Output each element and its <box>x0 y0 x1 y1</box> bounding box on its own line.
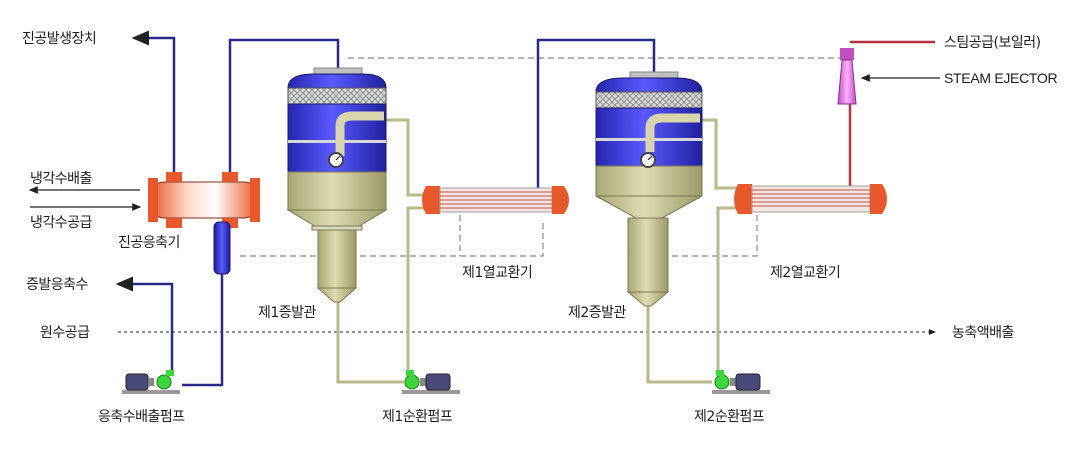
vacuum-lines <box>131 30 656 387</box>
hotwell-tube <box>213 221 231 275</box>
steam-ejector <box>837 48 857 105</box>
vacuum-condenser <box>148 172 260 228</box>
heat-exchanger-1 <box>422 186 569 214</box>
label-evaporator-1: 제1증발관 <box>258 305 316 321</box>
label-circulation-pump-2: 제2순환펌프 <box>694 409 765 425</box>
label-vacuum-generator: 진공발생장치 <box>22 31 97 47</box>
label-cooling-water-in: 냉각수공급 <box>30 215 92 231</box>
label-heat-exchanger-2: 제2열교환기 <box>770 265 841 281</box>
circulation-pump-2 <box>712 370 770 394</box>
label-steam-ejector: STEAM EJECTOR <box>944 70 1058 86</box>
label-evaporation-condensate: 증발응축수 <box>26 277 88 293</box>
evaporator-2-vessel <box>595 71 703 307</box>
heat-exchanger-2 <box>734 184 887 214</box>
label-raw-water-supply: 원수공급 <box>40 325 90 341</box>
label-evaporator-2: 제2증발관 <box>568 305 626 321</box>
label-condensate-pump: 응축수배출펌프 <box>98 409 185 425</box>
steam-lines <box>848 40 935 186</box>
label-heat-exchanger-1: 제1열교환기 <box>462 265 533 281</box>
cooling-water-arrows <box>28 186 142 211</box>
evaporator-1-vessel <box>286 67 388 303</box>
label-circulation-pump-1: 제1순환펌프 <box>382 409 453 425</box>
condensate-line <box>115 276 174 372</box>
condensate-pump <box>122 370 180 394</box>
label-concentrate-discharge: 농축액배출 <box>952 325 1014 341</box>
label-steam-supply: 스팀공급(보일러) <box>944 35 1041 51</box>
label-cooling-water-out: 냉각수배출 <box>30 171 92 187</box>
label-vacuum-condenser: 진공응축기 <box>118 235 180 251</box>
circulation-pump-1 <box>402 370 460 394</box>
